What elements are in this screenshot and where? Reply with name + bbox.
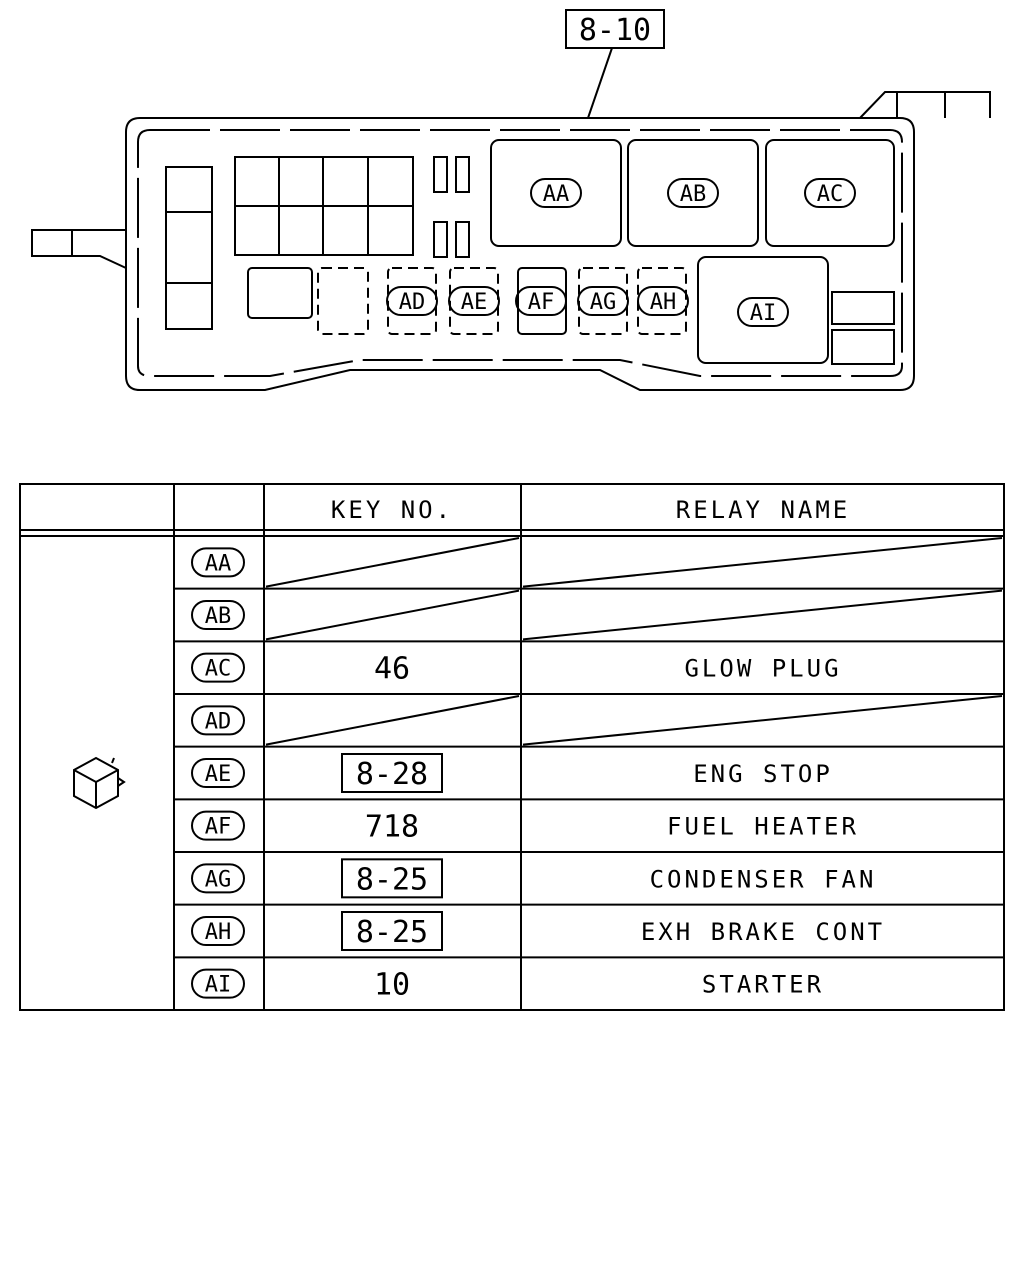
code-badge: AC bbox=[191, 652, 245, 683]
code-label: AE bbox=[205, 762, 232, 787]
relay-name-cell: GLOW PLUG bbox=[684, 655, 841, 683]
code-badge: AG bbox=[191, 863, 245, 894]
code-label: AE bbox=[461, 290, 488, 315]
table-row: AB bbox=[174, 587, 1004, 641]
code-badge: AI bbox=[737, 297, 789, 327]
code-label: AG bbox=[590, 290, 617, 315]
code-badge: AG bbox=[577, 286, 629, 316]
key-no-cell: 46 bbox=[374, 652, 410, 687]
code-badge: AF bbox=[515, 286, 567, 316]
blank-cell-slash bbox=[265, 589, 520, 641]
blank-cell-slash bbox=[522, 695, 1003, 746]
code-label: AB bbox=[680, 182, 707, 207]
code-badge: AB bbox=[667, 178, 719, 208]
table-row: AA bbox=[191, 537, 1003, 588]
code-label: AH bbox=[205, 920, 232, 945]
relay-name-cell: CONDENSER FAN bbox=[650, 865, 877, 893]
key-ref-box bbox=[341, 753, 443, 793]
code-label: AC bbox=[817, 182, 844, 207]
key-no-cell: 718 bbox=[365, 810, 419, 845]
key-no-cell: 8-25 bbox=[356, 915, 428, 950]
code-label: AH bbox=[650, 290, 677, 315]
key-ref-box bbox=[341, 858, 443, 899]
table-row: AC 46 GLOW PLUG bbox=[174, 640, 1004, 687]
relay-box-diagram: 8-10 AA AB AC AD AE AF AG AH AI bbox=[31, 9, 991, 391]
code-label: AA bbox=[205, 551, 232, 576]
code-badge: AD bbox=[191, 705, 245, 736]
housing-outline bbox=[125, 117, 915, 391]
code-badge: AH bbox=[637, 286, 689, 316]
table-row: AG 8-25 CONDENSER FAN bbox=[174, 851, 1004, 899]
code-label: AB bbox=[205, 604, 232, 629]
code-label: AF bbox=[205, 815, 232, 840]
header-relay-name: RELAY NAME bbox=[676, 496, 851, 524]
code-label: AI bbox=[205, 973, 232, 998]
code-badge: AA bbox=[530, 178, 582, 208]
blank-cell-slash bbox=[522, 537, 1003, 588]
relay-name-cell: EXH BRAKE CONT bbox=[641, 918, 885, 946]
relay-name-cell: ENG STOP bbox=[693, 760, 833, 788]
key-ref-box bbox=[341, 911, 443, 951]
relay-cube-icon bbox=[73, 756, 126, 810]
code-badge: AC bbox=[804, 178, 856, 208]
relay-name-cell: FUEL HEATER bbox=[667, 813, 859, 841]
table-row: AE 8-28 ENG STOP bbox=[174, 745, 1004, 793]
code-label: AF bbox=[528, 290, 555, 315]
code-badge: AF bbox=[191, 810, 245, 841]
code-badge: AE bbox=[448, 286, 500, 316]
header-key-no: KEY NO. bbox=[331, 496, 453, 524]
blank-cell-slash bbox=[265, 695, 520, 746]
code-label: AA bbox=[543, 182, 570, 207]
code-label: AD bbox=[205, 709, 232, 734]
key-no-cell: 10 bbox=[374, 968, 410, 1003]
relay-name-cell: STARTER bbox=[702, 971, 824, 999]
code-label: AD bbox=[399, 290, 426, 315]
code-badge: AI bbox=[191, 968, 245, 999]
blank-cell-slash bbox=[265, 537, 520, 588]
table-row: AH 8-25 EXH BRAKE CONT bbox=[174, 903, 1004, 951]
reference-box bbox=[565, 9, 665, 49]
code-badge: AH bbox=[191, 916, 245, 946]
code-label: AG bbox=[205, 867, 232, 892]
code-badge: AA bbox=[191, 547, 245, 578]
blank-cell-slash bbox=[522, 589, 1003, 641]
code-badge: AB bbox=[191, 600, 245, 630]
key-no-cell: 8-28 bbox=[356, 757, 428, 792]
code-badge: AD bbox=[386, 286, 438, 316]
code-label: AI bbox=[750, 301, 777, 326]
table-row: AD bbox=[174, 693, 1004, 746]
code-label: AC bbox=[205, 657, 232, 682]
table-row: AI 10 STARTER bbox=[174, 956, 1004, 1003]
code-badge: AE bbox=[191, 758, 245, 788]
key-no-cell: 8-25 bbox=[356, 862, 428, 897]
reference-label: 8-10 bbox=[579, 13, 651, 48]
table-row: AF 718 FUEL HEATER bbox=[174, 798, 1004, 845]
